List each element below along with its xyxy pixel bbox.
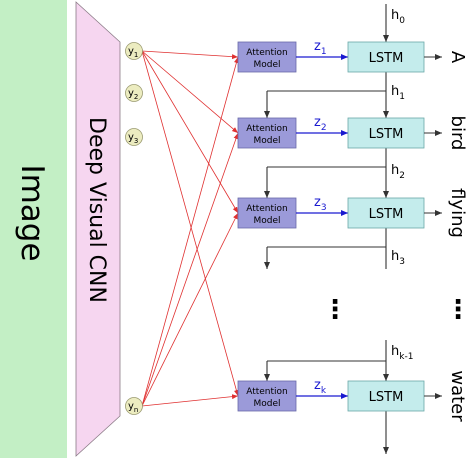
output-word: flying — [447, 188, 468, 238]
attention-box — [237, 117, 297, 149]
lstm-box — [347, 380, 425, 412]
feature-node — [125, 42, 143, 60]
feature-link — [141, 50, 239, 60]
context-label: z3 — [314, 195, 327, 213]
attention-label-line2: Model — [253, 60, 280, 70]
context-label: zk — [314, 378, 327, 396]
feature-label: yn — [128, 401, 138, 414]
ellipsis: ⋮ — [445, 295, 470, 325]
lstm-box — [347, 197, 425, 229]
hidden-state-label: h3 — [391, 249, 405, 267]
hidden-state-label: hk-1 — [391, 344, 413, 362]
output-word: A — [447, 51, 468, 64]
lstm-box — [347, 117, 425, 149]
cnn-label: Deep Visual CNN — [84, 117, 109, 303]
attention-box — [237, 197, 297, 229]
attention-label-line1: Attention — [246, 387, 288, 397]
feature-link — [141, 212, 239, 407]
cnn-panel — [75, 1, 121, 457]
lstm-box — [347, 41, 425, 73]
image-panel — [0, 0, 67, 458]
feature-link — [141, 50, 239, 397]
attention-label-line2: Model — [253, 216, 280, 226]
feature-links — [141, 50, 239, 407]
lstm-label: LSTM — [369, 207, 404, 222]
context-label: z2 — [314, 115, 327, 133]
feature-label: y1 — [128, 46, 138, 59]
lstm-label: LSTM — [369, 51, 404, 66]
feature-node — [125, 128, 143, 146]
attention-box — [237, 380, 297, 412]
attention-label-line1: Attention — [246, 48, 288, 58]
output-word: water — [447, 370, 468, 422]
attention-label-line1: Attention — [246, 204, 288, 214]
feature-link — [141, 56, 239, 407]
feature-link — [141, 394, 239, 407]
attention-label-line1: Attention — [246, 124, 288, 134]
feature-link — [141, 50, 239, 214]
output-word: bird — [447, 116, 468, 151]
hidden-state-label: h1 — [391, 84, 405, 102]
hidden-state-label: h2 — [391, 163, 405, 181]
feature-link — [141, 50, 239, 134]
attention-label-line2: Model — [253, 136, 280, 146]
feature-link — [141, 132, 239, 407]
feature-label: y2 — [128, 88, 138, 101]
hidden-state-flow — [264, 4, 389, 454]
lstm-label: LSTM — [369, 127, 404, 142]
ellipsis: ⋮ — [322, 295, 348, 325]
attention-label-line2: Model — [253, 399, 280, 409]
hidden-state-label: h0 — [391, 8, 405, 26]
lstm-label: LSTM — [369, 390, 404, 405]
feature-node — [125, 84, 143, 102]
feature-label: y3 — [128, 132, 138, 145]
feature-node — [125, 397, 143, 415]
context-label: z1 — [314, 39, 327, 57]
image-label: Image — [14, 164, 50, 261]
